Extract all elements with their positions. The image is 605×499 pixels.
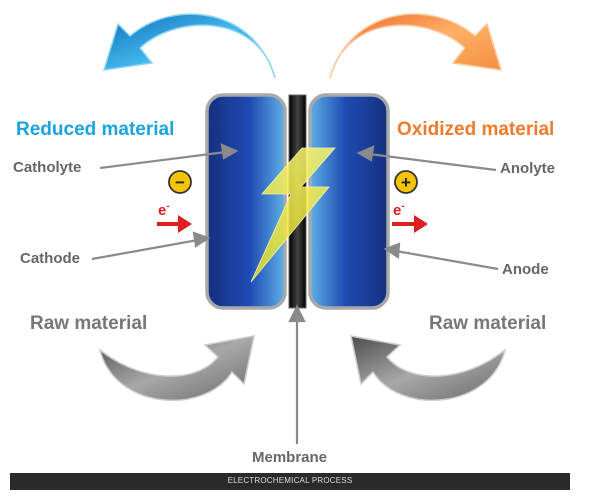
catholyte-pointer-head [220,143,239,160]
gray-curved-arrow-right [350,335,507,401]
membrane-label: Membrane [252,449,328,466]
anolyte-pointer-head [356,145,375,162]
caption-bar: ELECTROCHEMICAL PROCESS [10,473,570,490]
reduced-material-label: Reduced material [16,119,175,140]
electron-label-right: e- [393,201,405,219]
electron-symbol-right: e [393,202,402,219]
catholyte-pointer [99,150,227,170]
electron-symbol-left: e [158,202,167,219]
lightning-bolt-icon [250,147,336,283]
electron-arrow-right-shaft [392,222,416,226]
electron-charge-left: - [166,201,170,212]
plus-sign-icon [394,170,418,194]
catholyte-label: Catholyte [13,159,82,176]
minus-sign-icon [168,170,192,194]
electron-charge-right: - [401,201,405,212]
orange-curved-arrow [329,13,503,79]
anode-pointer [395,249,499,271]
cathode-pointer [91,238,199,261]
anolyte-pointer [368,152,497,172]
cathode-label: Cathode [20,250,80,267]
cathode-pointer-head [192,231,211,248]
anode-pointer-head [383,242,401,259]
plus-sign-glyph: + [401,173,411,192]
anolyte-chamber [308,93,390,310]
minus-sign-glyph: − [175,173,185,192]
raw-material-left-label: Raw material [30,313,148,334]
caption-text: ELECTROCHEMICAL PROCESS [227,476,353,485]
electron-arrow-icon-right [414,215,428,233]
electron-arrow-left-shaft [157,222,181,226]
anode-label: Anode [502,261,549,278]
gray-curved-arrow-left [98,335,255,401]
anolyte-label: Anolyte [500,160,556,177]
membrane-pointer-head [288,304,306,323]
oxidized-material-label: Oxidized material [397,119,555,140]
electron-label-left: e- [158,201,170,219]
electron-arrow-icon [178,215,192,233]
raw-material-right-label: Raw material [429,313,547,334]
catholyte-chamber [205,93,287,310]
blue-curved-arrow [102,13,276,79]
